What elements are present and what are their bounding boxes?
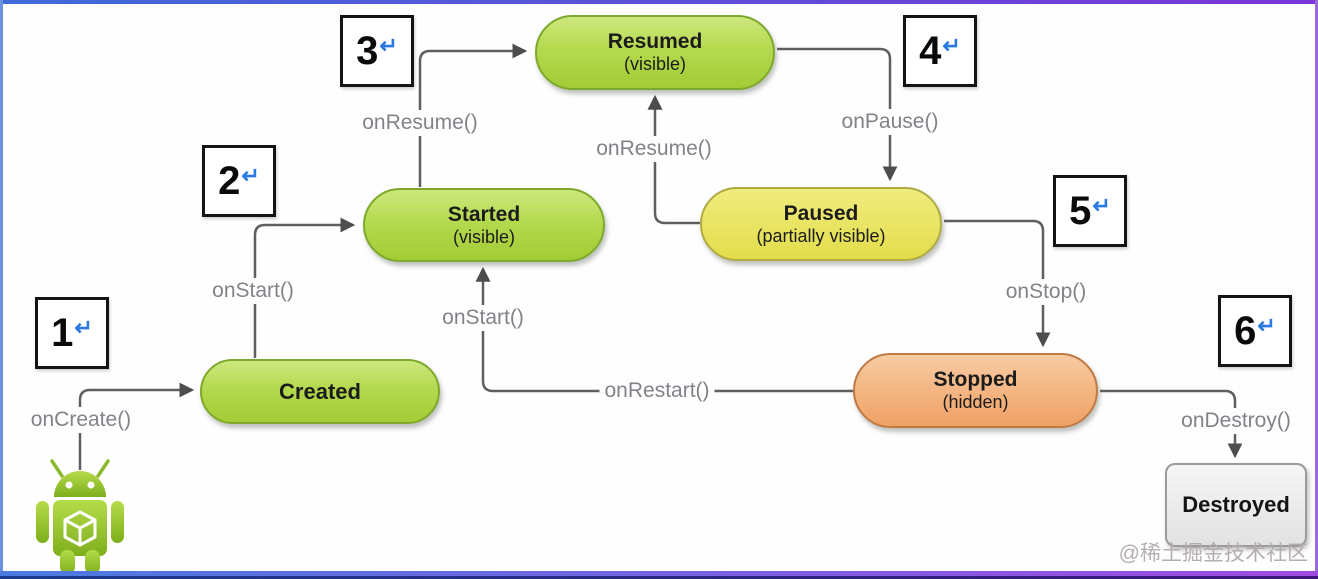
step-number: 1 [51, 310, 74, 355]
return-arrow-icon: ↵ [1092, 193, 1111, 218]
node-paused: Paused (partially visible) [700, 187, 942, 261]
step-box-2: 2 ↵ [202, 145, 276, 217]
node-stopped: Stopped (hidden) [853, 353, 1098, 428]
step-box-5: 5 ↵ [1053, 175, 1127, 247]
cube-icon [63, 510, 97, 547]
return-arrow-icon: ↵ [379, 33, 398, 58]
frame-edge-right [1315, 0, 1318, 579]
step-box-4: 4 ↵ [903, 15, 977, 87]
node-title: Resumed [607, 30, 703, 54]
node-created: Created [200, 359, 440, 424]
frame-edge-top [0, 0, 1318, 4]
step-number: 6 [1234, 308, 1257, 353]
node-destroyed: Destroyed [1165, 463, 1307, 547]
frame-edge-bottom [0, 571, 1318, 576]
step-number: 5 [1069, 188, 1092, 233]
android-robot-icon [36, 459, 124, 574]
return-arrow-icon: ↵ [1257, 313, 1276, 338]
transition-arrows [78, 43, 1243, 470]
step-box-1: 1 ↵ [35, 297, 109, 369]
label-onstop: onStop() [1000, 279, 1092, 305]
node-resumed: Resumed (visible) [535, 15, 775, 90]
step-box-6: 6 ↵ [1218, 295, 1292, 367]
node-title: Destroyed [1182, 492, 1290, 517]
label-onresume-left: onResume() [357, 110, 483, 136]
frame-edge-bottom-dark [0, 576, 1318, 579]
label-onstart-mid: onStart() [437, 305, 529, 331]
label-oncreate: onCreate() [25, 407, 137, 433]
step-number: 4 [919, 28, 942, 73]
label-onstart-left: onStart() [207, 278, 299, 304]
node-title: Stopped [933, 368, 1018, 392]
step-number: 2 [218, 158, 241, 203]
return-arrow-icon: ↵ [241, 163, 260, 188]
watermark: @稀土掘金技术社区 [1118, 542, 1308, 565]
node-title: Created [279, 378, 361, 404]
label-onrestart: onRestart() [599, 378, 715, 404]
node-subtitle: (visible) [623, 54, 686, 75]
node-subtitle: (partially visible) [756, 225, 886, 246]
label-onpause: onPause() [836, 109, 944, 135]
node-title: Started [447, 202, 521, 226]
node-subtitle: (visible) [452, 226, 515, 247]
step-number: 3 [356, 28, 379, 73]
label-ondestroy: onDestroy() [1176, 408, 1296, 434]
node-started: Started (visible) [363, 188, 605, 262]
step-box-3: 3 ↵ [340, 15, 414, 87]
label-onresume-mid: onResume() [591, 136, 717, 162]
return-arrow-icon: ↵ [942, 33, 961, 58]
node-title: Paused [783, 201, 859, 225]
frame-edge-left [0, 0, 3, 579]
return-arrow-icon: ↵ [74, 315, 93, 340]
node-subtitle: (hidden) [942, 392, 1009, 413]
